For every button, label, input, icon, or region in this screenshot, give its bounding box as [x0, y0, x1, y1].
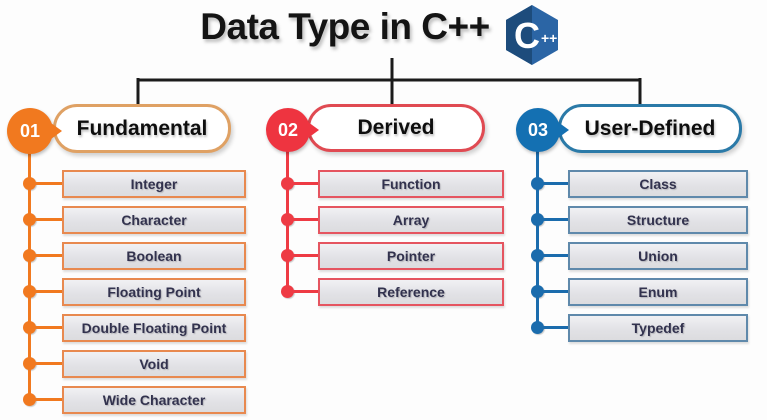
type-row: Character [0, 206, 256, 234]
connector-tick [542, 326, 568, 329]
type-row: Array [255, 206, 510, 234]
type-row: Pointer [255, 242, 510, 270]
type-row: Boolean [0, 242, 256, 270]
connector-tick [34, 290, 62, 293]
connector-tick [34, 362, 62, 365]
type-row: Union [505, 242, 767, 270]
type-item: Structure [568, 206, 748, 234]
connector-tick [542, 290, 568, 293]
badge-pointer-icon [308, 122, 319, 138]
type-item: Floating Point [62, 278, 246, 306]
type-item: Pointer [318, 242, 504, 270]
type-item: Boolean [62, 242, 246, 270]
connector-tick [34, 254, 62, 257]
type-row: Double Floating Point [0, 314, 256, 342]
type-row: Wide Character [0, 386, 256, 414]
branch-label: User-Defined [584, 116, 716, 140]
type-row: Reference [255, 278, 510, 306]
branch-pill: User-Defined [558, 104, 742, 153]
type-row: Enum [505, 278, 767, 306]
branch-number-badge: 03 [516, 108, 569, 152]
branch-connector-line [536, 150, 539, 328]
connector-tick [292, 290, 318, 293]
type-row: Class [505, 170, 767, 198]
branch-fundamental: 01 Fundamental Integer Character Boolean… [0, 0, 256, 420]
type-item: Class [568, 170, 748, 198]
connector-tick [34, 326, 62, 329]
badge-pointer-icon [51, 123, 62, 139]
branch-number: 03 [527, 119, 549, 140]
badge-pointer-icon [558, 122, 569, 138]
branch-derived: 02 Derived Function Array Pointer Refere… [255, 0, 510, 420]
branch-connector-line [286, 150, 289, 292]
branch-number-badge: 02 [266, 108, 319, 152]
connector-tick [34, 398, 62, 401]
connector-tick [292, 182, 318, 185]
type-item: Typedef [568, 314, 748, 342]
branch-number-badge: 01 [7, 108, 62, 154]
branch-pill: Fundamental [53, 104, 231, 153]
connector-tick [542, 218, 568, 221]
branch-label: Derived [357, 116, 435, 139]
branch-connector-line [28, 152, 31, 402]
type-item: Union [568, 242, 748, 270]
branch-label: Fundamental [76, 116, 208, 140]
type-item: Void [62, 350, 246, 378]
type-item: Integer [62, 170, 246, 198]
branch-number: 02 [277, 119, 299, 140]
type-row: Void [0, 350, 256, 378]
type-item: Enum [568, 278, 748, 306]
type-row: Integer [0, 170, 256, 198]
connector-tick [34, 182, 62, 185]
cpp-logo-icon: C ++ [506, 5, 558, 65]
svg-text:C: C [514, 15, 540, 56]
type-row: Function [255, 170, 510, 198]
connector-tick [34, 218, 62, 221]
svg-text:++: ++ [541, 30, 557, 46]
type-item: Array [318, 206, 504, 234]
connector-tick [542, 182, 568, 185]
branch-user-defined: 03 User-Defined Class Structure Union En… [505, 0, 767, 420]
branch-pill: Derived [307, 104, 485, 152]
type-row: Structure [505, 206, 767, 234]
type-item: Character [62, 206, 246, 234]
type-item: Wide Character [62, 386, 246, 414]
connector-tick [292, 254, 318, 257]
type-row: Typedef [505, 314, 767, 342]
connector-tick [292, 218, 318, 221]
branch-number: 01 [19, 120, 41, 141]
connector-tick [542, 254, 568, 257]
type-item: Function [318, 170, 504, 198]
type-item: Double Floating Point [62, 314, 246, 342]
page-title: Data Type in C++ [200, 6, 490, 47]
type-item: Reference [318, 278, 504, 306]
type-row: Floating Point [0, 278, 256, 306]
